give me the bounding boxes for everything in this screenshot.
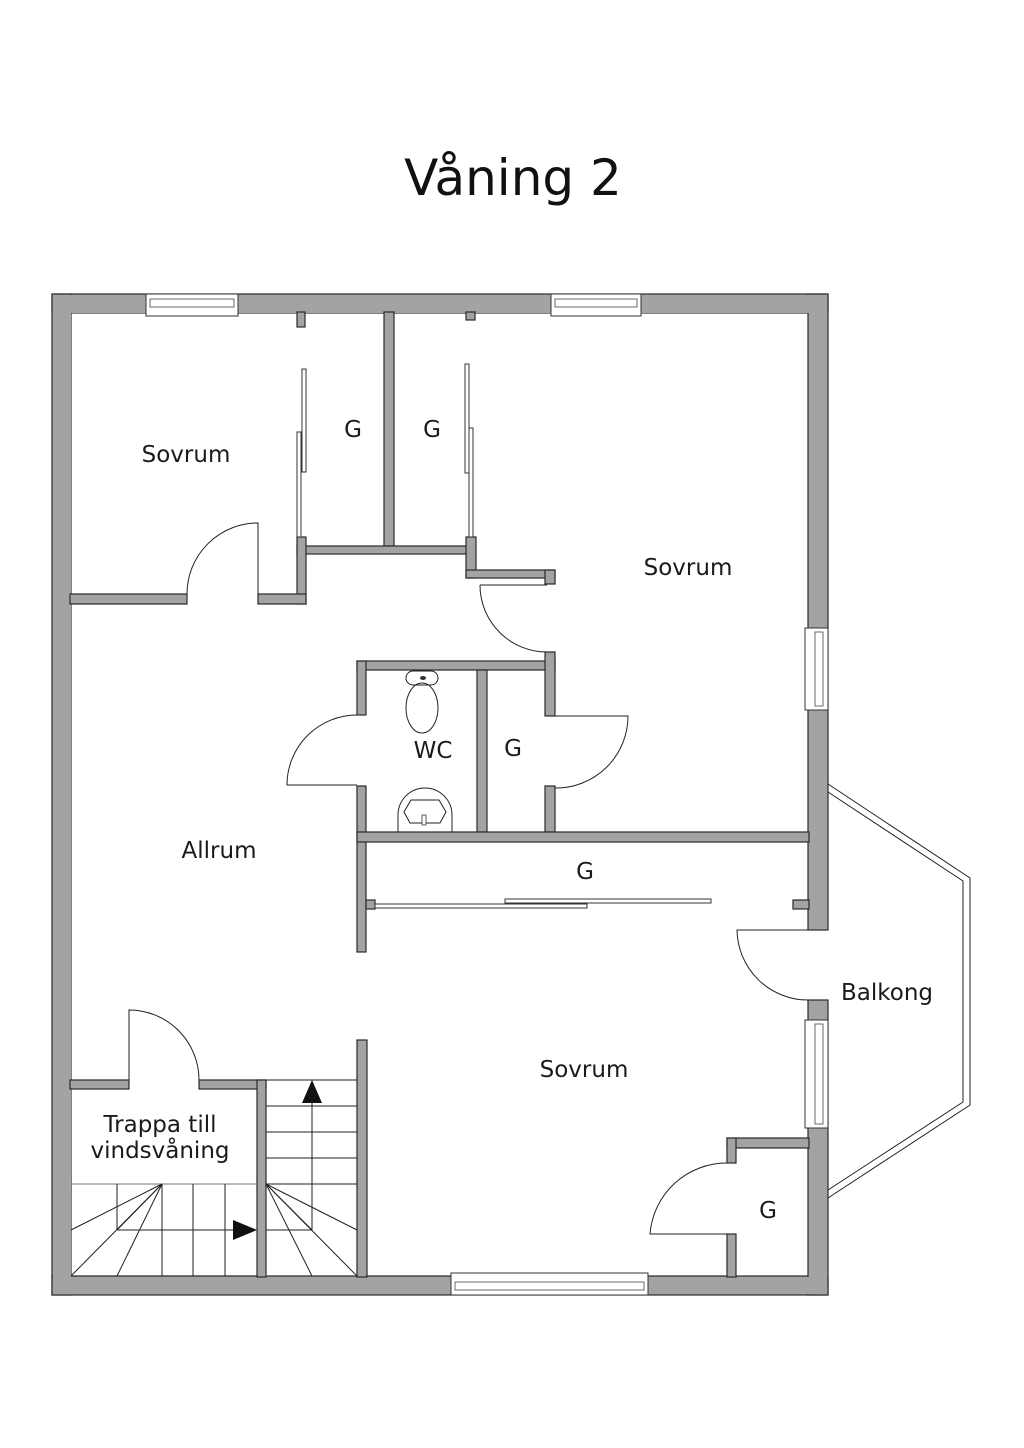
sliding-door[interactable] [296,368,307,538]
window [145,293,239,317]
door-swing[interactable] [286,714,358,786]
staircase [70,1079,358,1277]
arrow-right-icon [233,1220,257,1240]
room-label: Sovrum [142,442,231,468]
room-label: Balkong [841,980,933,1006]
room-label: G [504,736,522,762]
sliding-door[interactable] [374,898,712,909]
door-swing[interactable] [128,1009,200,1081]
room-label: G [576,859,594,885]
door-swing[interactable] [736,929,809,1001]
room-label: G [423,417,441,443]
window [804,1019,829,1129]
room-label: Allrum [182,838,257,864]
door-swing[interactable] [186,522,259,595]
floor-title: Våning 2 [404,149,622,207]
room-label: Trappa till [102,1112,216,1138]
arrow-up-icon [302,1080,322,1103]
window [804,627,829,711]
room-label: G [344,417,362,443]
toilet-icon [405,670,439,734]
interior-walls [69,311,810,1278]
room-label: G [759,1198,777,1224]
sliding-door[interactable] [464,363,474,538]
sink-icon [397,787,453,832]
balcony-railing [827,783,971,1199]
room-label: WC [414,738,453,764]
door-swing[interactable] [649,1162,728,1235]
window [550,293,642,317]
room-label: vindsvåning [90,1136,229,1164]
window [450,1272,649,1296]
door-swing[interactable] [554,715,629,789]
door-swing[interactable] [479,584,548,653]
room-label: Sovrum [540,1057,629,1083]
room-label: Sovrum [644,555,733,581]
